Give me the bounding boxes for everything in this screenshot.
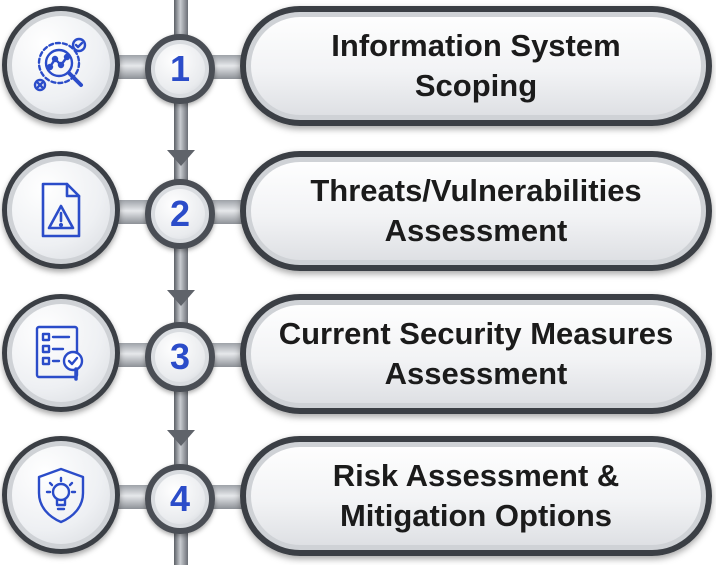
step-number: 4 bbox=[169, 478, 191, 519]
step-title-line-1: Current Security Measures bbox=[278, 316, 674, 351]
step-title-line-2: Assessment bbox=[384, 356, 568, 391]
step-title-line-2: Assessment bbox=[384, 213, 568, 248]
step-4: 4 Risk Assessment & Mitigation Options bbox=[0, 430, 716, 562]
step-number-badge: 3 bbox=[145, 322, 215, 392]
step-label-pill: Risk Assessment & Mitigation Options bbox=[240, 436, 712, 556]
vertical-spine bbox=[174, 0, 188, 565]
step-3: 3 Current Security Measures Assessment bbox=[0, 288, 716, 420]
step-number-badge: 4 bbox=[145, 464, 215, 534]
step-number: 2 bbox=[169, 193, 191, 234]
down-arrow bbox=[167, 430, 195, 446]
step-icon-circle bbox=[2, 294, 120, 412]
step-title-line-2: Mitigation Options bbox=[339, 498, 613, 533]
step-label-pill: Threats/Vulnerabilities Assessment bbox=[240, 151, 712, 271]
step-number-badge: 2 bbox=[145, 179, 215, 249]
step-icon-circle bbox=[2, 6, 120, 124]
checklist-inspection-icon bbox=[35, 325, 84, 381]
scoping-analysis-icon bbox=[33, 37, 87, 92]
step-label-pill: Current Security Measures Assessment bbox=[240, 294, 712, 414]
step-title-line-1: Information System bbox=[331, 28, 621, 63]
step-number: 3 bbox=[169, 336, 191, 377]
step-label-pill: Information System Scoping bbox=[240, 6, 712, 126]
step-1: 1 Information System Scoping bbox=[0, 0, 716, 132]
step-icon-circle bbox=[2, 436, 120, 554]
step-2: 2 Threats/Vulnerabilities Assessment bbox=[0, 145, 716, 277]
step-title-line-2: Scoping bbox=[414, 68, 538, 103]
step-icon-circle bbox=[2, 151, 120, 269]
warning-document-icon bbox=[41, 182, 81, 238]
step-number: 1 bbox=[169, 48, 191, 89]
step-title-line-1: Threats/Vulnerabilities bbox=[310, 173, 642, 208]
shield-lightbulb-icon bbox=[37, 467, 85, 524]
step-title-line-1: Risk Assessment & bbox=[332, 458, 620, 493]
down-arrow bbox=[167, 290, 195, 306]
down-arrow bbox=[167, 150, 195, 166]
step-number-badge: 1 bbox=[145, 34, 215, 104]
